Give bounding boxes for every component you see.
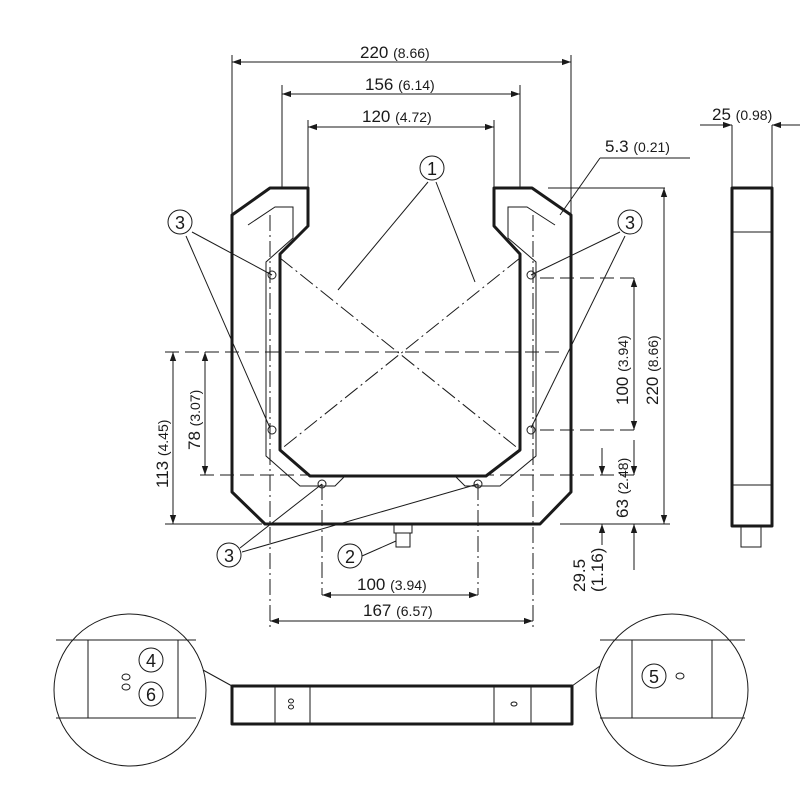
callouts: 1 3 3 3 2 [167,155,643,569]
callout-3-bottom: 3 [216,542,242,568]
detail-view-left: 4 6 [53,613,233,767]
dim-29-5-inch: (1.16) [588,548,607,592]
callout-3-right: 3 [617,209,643,235]
dim-63: 63 (2.48) [613,458,632,518]
callout-6: 6 [138,681,164,707]
detail-view-right: 5 [571,613,749,767]
callout-3-left: 3 [167,209,193,235]
connector-plug [395,532,411,548]
mounting-hole [317,479,327,489]
svg-text:5: 5 [649,667,659,687]
dimension-lines [165,55,800,625]
dim-25: 25 (0.98) [712,105,772,124]
dim-5-3: 5.3 (0.21) [605,137,670,156]
mounting-hole [267,270,277,280]
dim-156: 156 (6.14) [365,75,435,94]
svg-text:3: 3 [224,546,234,566]
dim-78: 78 (3.07) [185,390,204,450]
mounting-hole [473,479,483,489]
dim-120: 120 (4.72) [362,107,432,126]
dim-220-height: 220 (8.66) [643,335,662,405]
svg-text:2: 2 [345,547,355,567]
dim-29-5: 29.5 [570,559,589,592]
svg-text:6: 6 [146,685,156,705]
led-indicator [675,672,685,680]
callout-1: 1 [419,155,445,181]
dimension-labels: 220 (8.66) 156 (6.14) 120 (4.72) 5.3 (0.… [153,43,772,620]
dim-167: 167 (6.57) [363,601,433,620]
dim-100-vertical: 100 (3.94) [613,335,632,405]
svg-text:1: 1 [427,159,437,179]
led-indicator [121,673,131,681]
dim-100-horizontal: 100 (3.94) [357,575,427,594]
callout-5: 5 [641,663,667,689]
callout-2: 2 [337,543,363,569]
mounting-hole [526,270,536,280]
frame-inner-chamfer [247,206,556,487]
bottom-view-outline [230,684,574,726]
dim-220-width: 220 (8.66) [360,43,430,62]
callout-4: 4 [138,647,164,673]
side-view [730,125,774,548]
connector-body [393,524,413,534]
svg-text:3: 3 [625,213,635,233]
front-view [165,186,640,630]
frame-outer-outline [230,186,573,526]
side-view-outline [730,186,774,528]
led-indicator [121,683,131,691]
bottom-view [230,684,574,726]
svg-text:3: 3 [175,213,185,233]
callout-leaders [185,181,626,557]
side-connector [740,526,762,548]
svg-text:4: 4 [146,651,156,671]
dim-113: 113 (4.45) [153,420,172,488]
mounting-hole [526,425,536,435]
mounting-hole [267,425,277,435]
